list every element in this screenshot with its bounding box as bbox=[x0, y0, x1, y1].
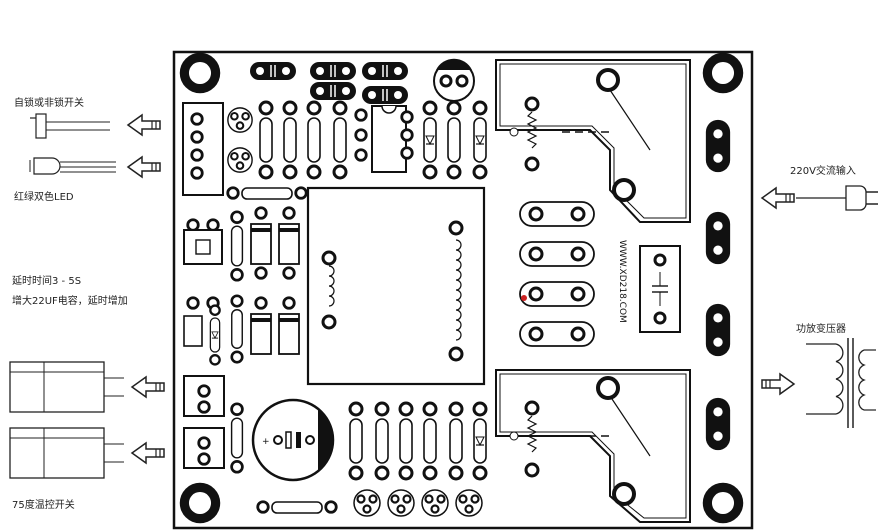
resistor bbox=[306, 100, 322, 180]
resistor bbox=[398, 401, 414, 481]
arrow-icon bbox=[131, 442, 165, 464]
arrow-icon bbox=[127, 156, 161, 178]
self-lock-switch-label: 自锁或非锁开关 bbox=[14, 98, 84, 109]
resistor bbox=[332, 100, 348, 180]
mounting-hole-tl bbox=[179, 52, 221, 94]
ic-chip bbox=[371, 105, 407, 173]
arrow-icon bbox=[761, 187, 795, 209]
thermal-switch-label: 75度温控开关 bbox=[12, 500, 75, 511]
thermal-switch-icon bbox=[9, 361, 124, 413]
pad bbox=[206, 218, 220, 232]
transformer-icon bbox=[806, 338, 876, 428]
output-pads bbox=[519, 201, 595, 347]
diode bbox=[422, 100, 438, 180]
resistor bbox=[230, 210, 244, 282]
delay-increase-label: 增大22UF电容，延时增加 bbox=[12, 296, 128, 307]
diode-smd-2 bbox=[250, 296, 300, 355]
resistor bbox=[230, 294, 244, 364]
connector-header bbox=[182, 102, 224, 196]
small-electrolytic-cap bbox=[433, 58, 475, 102]
pad bbox=[400, 110, 414, 124]
resistor-horizontal-bottom bbox=[256, 500, 338, 514]
resistor bbox=[348, 401, 364, 481]
ac-input-label: 220V交流输入 bbox=[790, 166, 856, 177]
relay-top bbox=[495, 59, 691, 223]
diode bbox=[209, 304, 221, 366]
pad bbox=[186, 218, 200, 232]
arrow-icon bbox=[761, 373, 795, 395]
pad bbox=[400, 146, 414, 160]
pad bbox=[354, 108, 368, 122]
thermal-connector-2 bbox=[183, 427, 225, 469]
power-transformer-label: 功放变压器 bbox=[796, 324, 846, 335]
led-icon bbox=[29, 157, 116, 175]
diode-smd bbox=[250, 206, 300, 280]
component-box bbox=[183, 315, 203, 347]
resistor bbox=[282, 100, 298, 180]
relay-small bbox=[183, 229, 223, 265]
switch-icon bbox=[30, 113, 110, 139]
top-capacitors bbox=[250, 62, 408, 104]
website-label: WWW.XD218.COM bbox=[617, 240, 627, 323]
relay-bottom bbox=[495, 369, 691, 523]
mounting-hole-tr bbox=[702, 52, 744, 94]
arrow-icon bbox=[127, 114, 161, 136]
thermal-switch-icon bbox=[9, 427, 124, 479]
delay-time-label: 延时时间3 - 5S bbox=[12, 276, 82, 287]
arrow-icon bbox=[131, 376, 165, 398]
transistor bbox=[420, 488, 450, 518]
diode bbox=[472, 401, 488, 481]
pad bbox=[354, 148, 368, 162]
pad bbox=[354, 128, 368, 142]
resistor bbox=[422, 401, 438, 481]
transistor bbox=[226, 106, 254, 134]
resistor-horizontal bbox=[226, 186, 308, 200]
pad bbox=[400, 128, 414, 142]
electrolytic-capacitor: + bbox=[251, 398, 335, 482]
mounting-hole-br bbox=[702, 482, 744, 524]
resistor bbox=[448, 401, 464, 481]
film-capacitor bbox=[639, 245, 681, 333]
transistor bbox=[352, 488, 382, 518]
oval-terminal bbox=[705, 397, 731, 451]
svg-text:+: + bbox=[262, 437, 270, 447]
thermal-connector-1 bbox=[183, 375, 225, 417]
bicolor-led-label: 红绿双色LED bbox=[14, 192, 74, 203]
diode bbox=[472, 100, 488, 180]
resistor bbox=[446, 100, 462, 180]
resistor bbox=[374, 401, 390, 481]
mounting-hole-bl bbox=[179, 482, 221, 524]
transformer-footprint bbox=[306, 186, 486, 386]
oval-terminal bbox=[705, 211, 731, 265]
resistor bbox=[258, 100, 274, 180]
oval-terminal bbox=[705, 119, 731, 173]
pad bbox=[186, 296, 200, 310]
transistor bbox=[386, 488, 416, 518]
oval-terminal bbox=[705, 303, 731, 357]
transistor bbox=[226, 146, 254, 174]
resistor bbox=[230, 402, 244, 474]
plug-icon bbox=[796, 185, 878, 211]
red-marker bbox=[521, 295, 527, 301]
transistor bbox=[454, 488, 484, 518]
